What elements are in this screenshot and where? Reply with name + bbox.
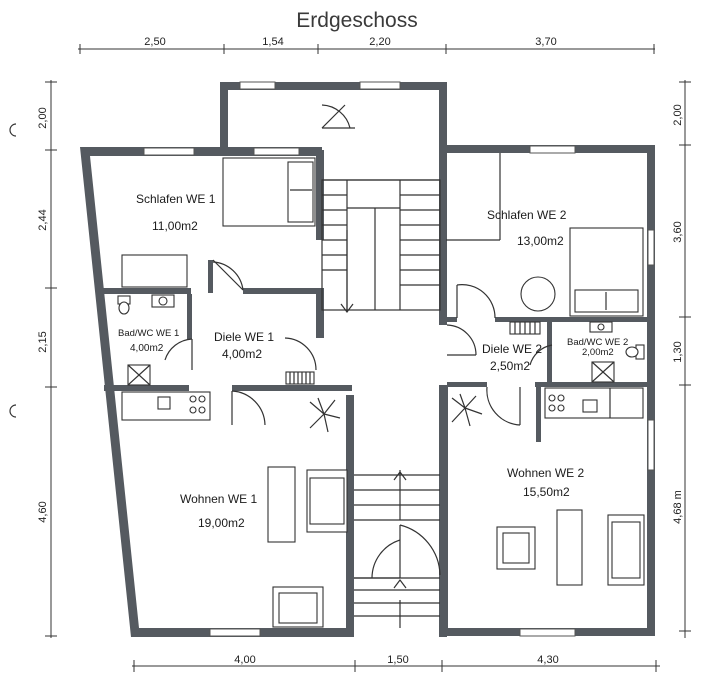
top-dimension-line: 2,50 1,54 2,20 3,70 (78, 36, 655, 54)
dim-left-3: 2,15 (37, 331, 49, 352)
stair-core-right-wall (439, 150, 447, 325)
stair-top-door (321, 104, 355, 129)
room-area-wohnen-we1: 19,00m2 (198, 516, 245, 530)
room-labels: Schlafen WE 1 11,00m2 Bad/WC WE 1 4,00m2… (118, 192, 628, 530)
dim-top-1: 2,50 (144, 36, 165, 48)
room-area-wohnen-we2: 15,50m2 (523, 485, 570, 499)
stairs-upper (321, 179, 441, 313)
dim-left-1: 2,00 (37, 107, 49, 128)
right-building-right-wall (647, 145, 655, 636)
furniture-we2 (446, 153, 645, 586)
dim-top-4: 3,70 (535, 36, 556, 48)
room-name-bad-we2: Bad/WC WE 2 (567, 337, 628, 348)
bottom-dimension-line: 4,00 1,50 4,30 (132, 654, 660, 672)
room-area-diele-we1: 4,00m2 (222, 347, 262, 361)
room-name-diele-we2: Diele WE 2 (482, 342, 542, 356)
binder-marks (9, 123, 17, 418)
dim-bottom-1: 4,00 (234, 654, 255, 666)
plant-we2 (451, 393, 483, 427)
room-name-wohnen-we1: Wohnen WE 1 (180, 492, 257, 506)
plant-we1 (309, 397, 341, 433)
dim-bottom-2: 1,50 (387, 654, 408, 666)
room-area-bad-we2: 2,00m2 (582, 347, 614, 358)
plan-title: Erdgeschoss (296, 9, 417, 32)
stair-top-wall (220, 82, 447, 90)
interior-walls (96, 260, 655, 442)
dim-top-3: 2,20 (369, 36, 390, 48)
stair-core-left-wall (316, 150, 324, 240)
doors (164, 259, 553, 426)
room-area-schlafen-we1: 11,00m2 (152, 219, 198, 233)
dim-left-2: 2,44 (37, 209, 49, 230)
outer-walls (80, 81, 655, 637)
room-name-schlafen-we1: Schlafen WE 1 (136, 192, 216, 206)
room-name-wohnen-we2: Wohnen WE 2 (507, 466, 584, 480)
dim-right-2: 3,60 (672, 221, 684, 242)
stair-top-right-wall (439, 82, 447, 156)
room-name-diele-we1: Diele WE 1 (214, 330, 274, 344)
stair-lower-left-wall (346, 395, 354, 637)
dim-right-3: 1,30 (672, 341, 684, 362)
stair-top-left-wall (220, 82, 228, 156)
left-dimension-line: 2,00 2,44 2,15 4,60 (37, 80, 57, 638)
room-area-schlafen-we2: 13,00m2 (517, 234, 564, 248)
room-area-diele-we2: 2,50m2 (490, 359, 530, 373)
dim-left-4: 4,60 (37, 501, 49, 522)
dim-top-2: 1,54 (262, 36, 283, 48)
dim-right-4: 4,68 m (672, 490, 684, 524)
dim-right-1: 2,00 (672, 104, 684, 125)
room-area-bad-we1: 4,00m2 (130, 343, 164, 354)
dim-bottom-3: 4,30 (537, 654, 558, 666)
right-dimension-line: 2,00 3,60 1,30 4,68 m (672, 80, 691, 638)
room-name-bad-we1: Bad/WC WE 1 (118, 328, 179, 339)
stairs-lower (354, 470, 441, 628)
stair-lower-right-wall (439, 385, 447, 637)
room-name-schlafen-we2: Schlafen WE 2 (487, 208, 567, 222)
furniture-we1 (117, 157, 348, 628)
